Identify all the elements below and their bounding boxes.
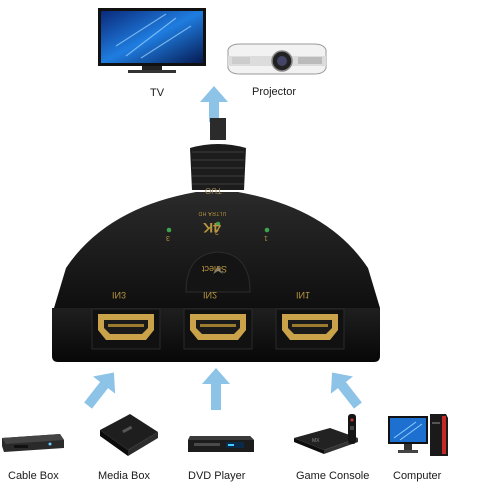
projector-label: Projector — [252, 86, 297, 98]
arrow-up-icon — [200, 366, 232, 412]
dvd-player-icon — [186, 428, 256, 458]
select-label: Select — [202, 264, 228, 274]
arrow-up-icon — [322, 366, 368, 412]
led-label-2: 2 — [215, 228, 219, 235]
svg-text:MX: MX — [312, 438, 320, 444]
out-label: OUT — [205, 186, 222, 195]
hdmi-switch-device — [46, 118, 386, 368]
arrow-up-icon — [198, 84, 230, 124]
projector-icon — [222, 40, 330, 78]
tv-icon — [96, 6, 208, 76]
port-label-in2: IN2 — [203, 290, 218, 300]
game-console-icon: MX — [290, 412, 366, 458]
led-label-3: 3 — [166, 234, 170, 241]
brand-ultra-hd: ULTRA HD — [198, 210, 227, 216]
computer-label: Computer — [393, 470, 442, 482]
port-label-in3: IN3 — [112, 290, 127, 300]
cable-box-label: Cable Box — [8, 470, 59, 482]
media-box-icon — [96, 410, 160, 458]
computer-icon — [386, 412, 452, 458]
game-console-label: Game Console — [296, 470, 370, 482]
port-label-in1: IN1 — [296, 290, 311, 300]
cable-box-icon — [0, 430, 66, 456]
media-box-label: Media Box — [98, 470, 150, 482]
led-label-1: 1 — [264, 234, 268, 241]
tv-label: TV — [150, 87, 165, 99]
arrow-up-icon — [78, 366, 124, 412]
dvd-player-label: DVD Player — [188, 470, 246, 482]
